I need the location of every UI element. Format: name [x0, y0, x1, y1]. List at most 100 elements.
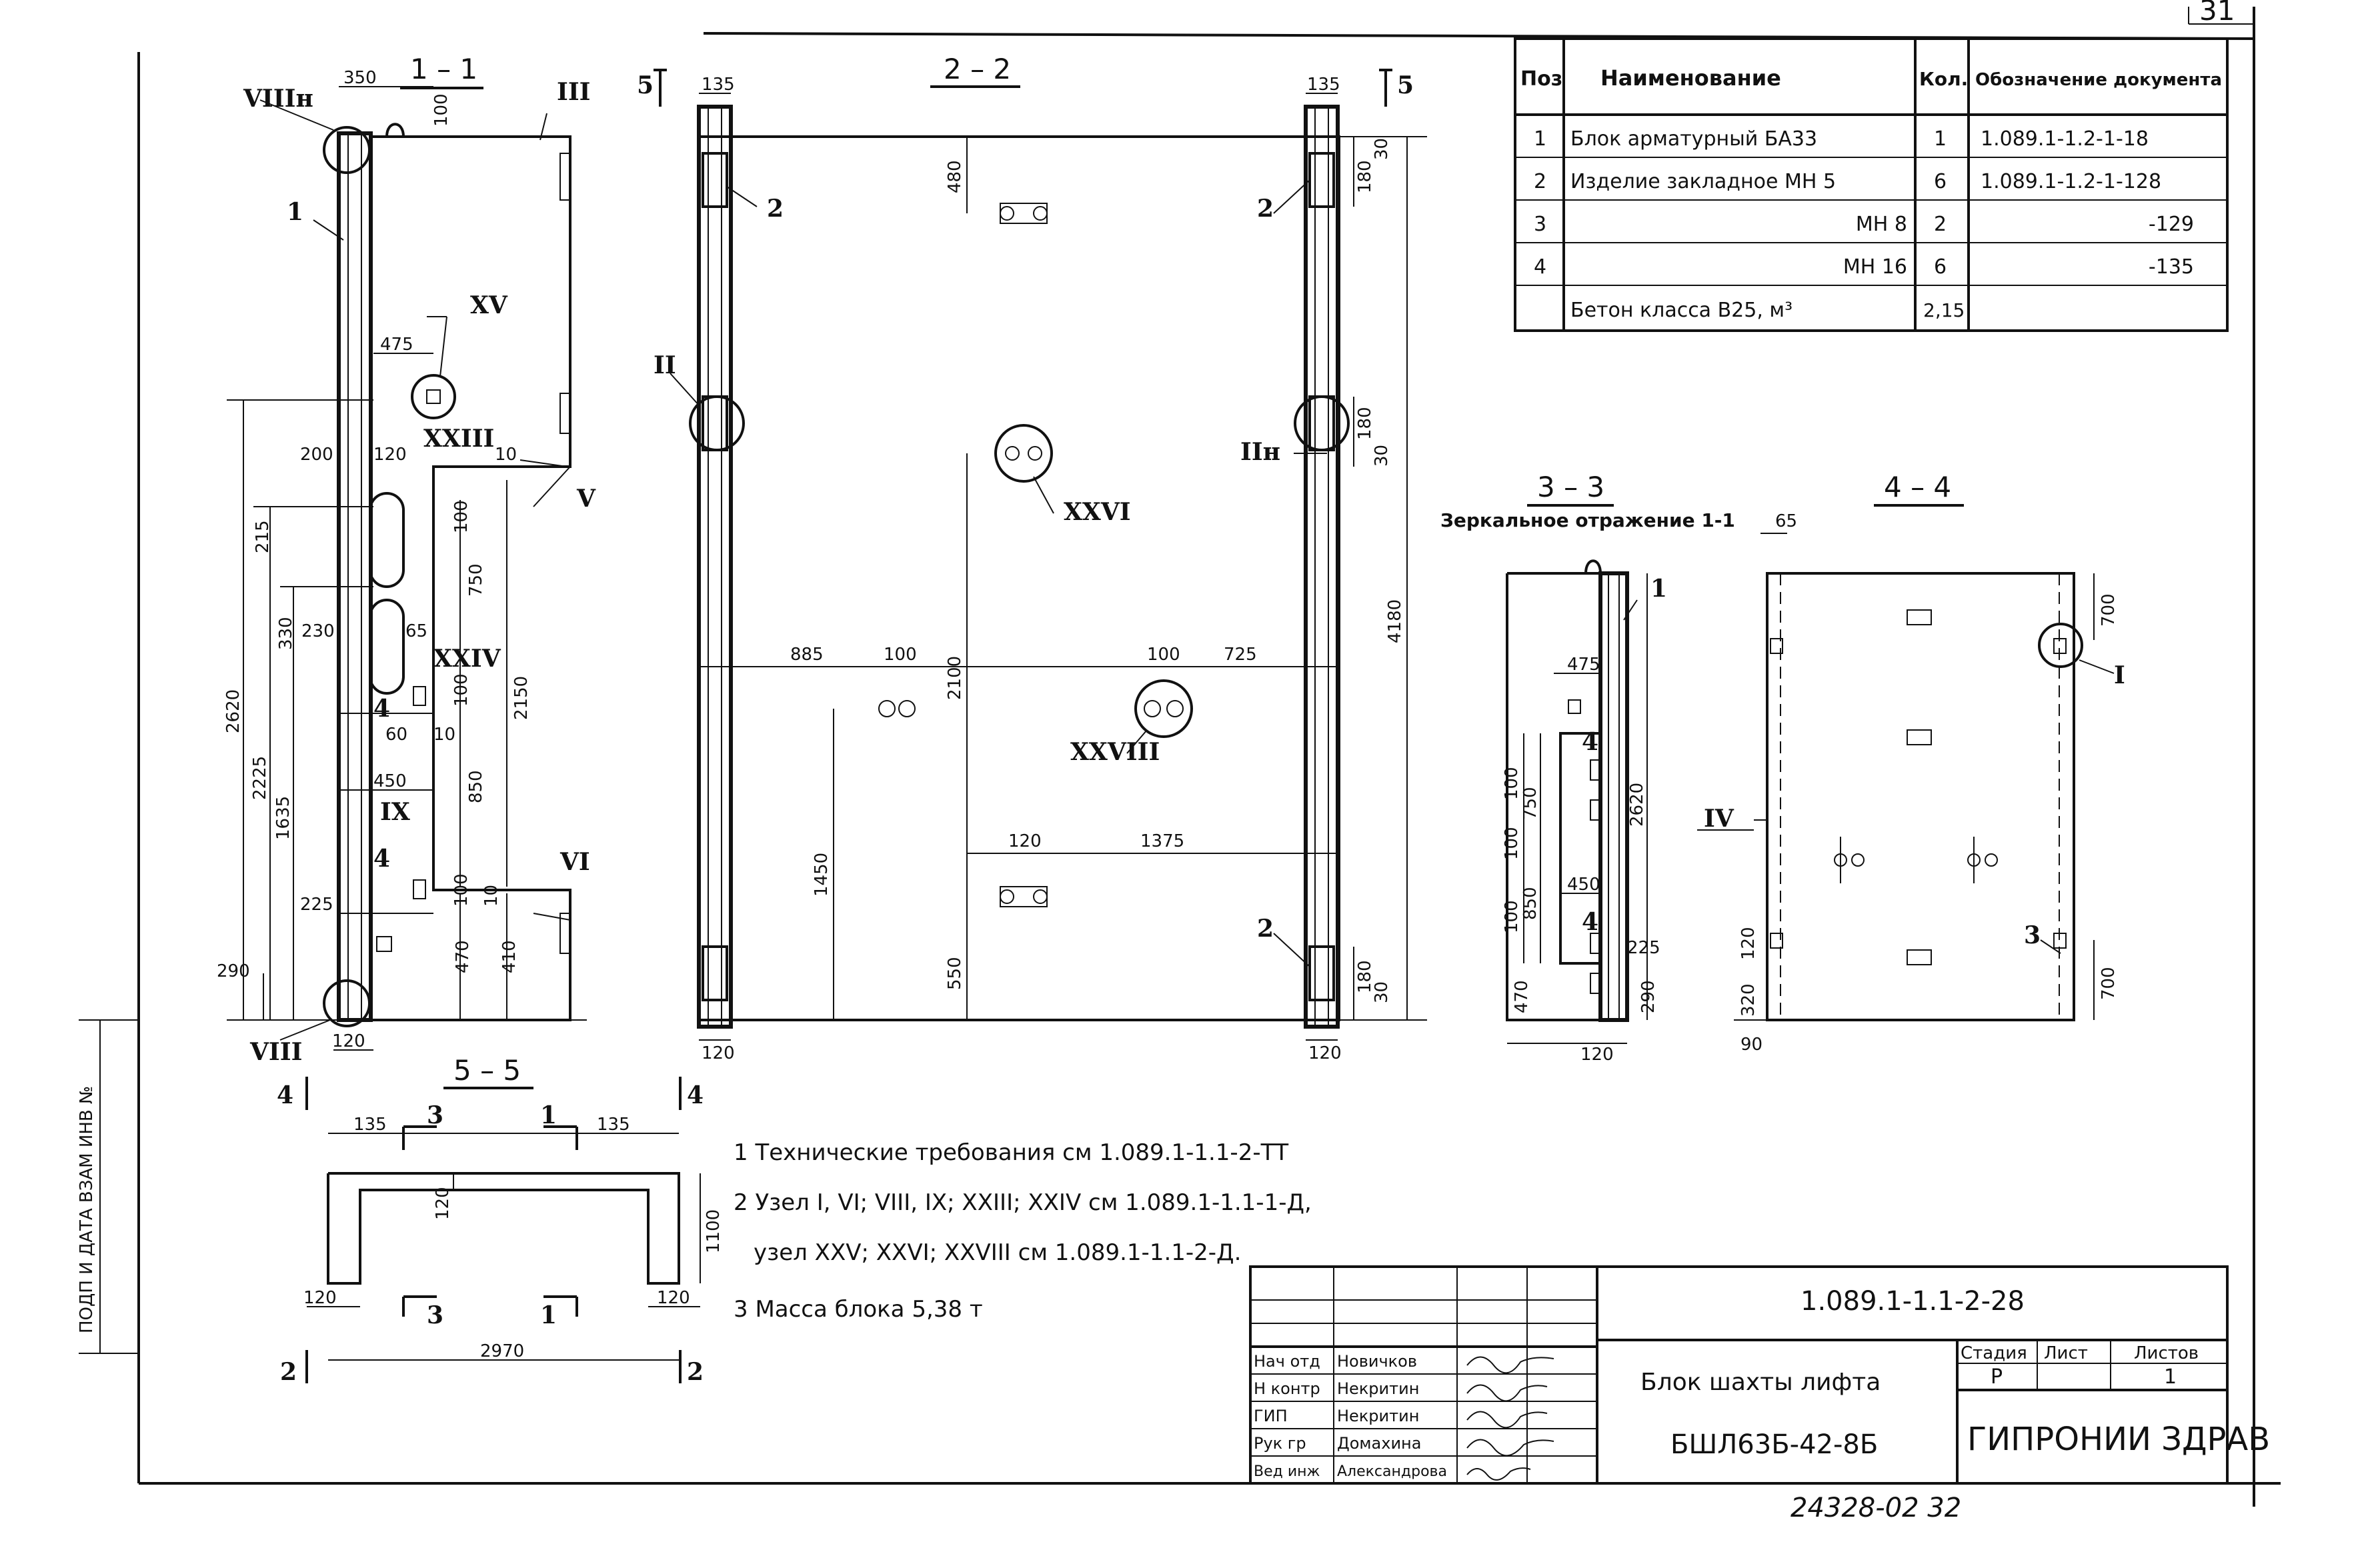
cut-marker-5-right: 5 — [1397, 71, 1414, 99]
title-block-sheets: 1 — [2164, 1365, 2177, 1389]
dim-290-s33: 290 — [1638, 980, 1658, 1013]
spec-row-3-doc: -129 — [2149, 213, 2194, 236]
dim-180-b: 180 — [1355, 407, 1375, 440]
dim-475-s33: 475 — [1567, 655, 1600, 675]
marker-pos1-s55b: 1 — [540, 1301, 557, 1329]
spec-header-doc: Обозначение документа — [1975, 70, 2222, 90]
dim-180-c: 180 — [1355, 960, 1375, 993]
signer-5-name: Александрова — [1337, 1463, 1447, 1480]
dim-320: 320 — [1738, 983, 1758, 1017]
dim-1375: 1375 — [1140, 831, 1184, 851]
dim-100-s22-b: 100 — [1147, 645, 1180, 665]
spec-row-1-pos: 1 — [1534, 127, 1546, 151]
marker-VIII: VIII — [249, 1038, 302, 1066]
marker-V: V — [576, 485, 596, 513]
title-block-stage: Р — [1991, 1365, 2003, 1389]
signer-3-name: Некритин — [1337, 1407, 1419, 1425]
dim-2225: 2225 — [250, 756, 270, 800]
spec-header-pos: Поз — [1520, 67, 1562, 91]
dim-120-s55-a: 120 — [303, 1288, 337, 1308]
dim-135-a: 135 — [702, 75, 735, 95]
dim-100-d: 100 — [451, 873, 471, 907]
spec-row-2-qty: 6 — [1934, 170, 1947, 193]
dim-4180: 4180 — [1385, 599, 1405, 643]
signer-5-role: Вед инж — [1254, 1463, 1320, 1480]
marker-I: I — [2114, 661, 2125, 689]
marker-IX: IX — [380, 798, 410, 826]
section-2-2-title: 2 – 2 — [944, 53, 1011, 85]
dim-120-s22-b2: 120 — [1308, 1043, 1342, 1063]
marker-pos2-a: 2 — [767, 195, 784, 223]
marker-pos4-s11a: 4 — [373, 695, 390, 723]
dim-120-s11-bottom: 120 — [332, 1031, 365, 1051]
section-2-2 — [654, 69, 1427, 1041]
spec-row-3-name: МН 8 — [1856, 213, 1907, 236]
marker-pos2-c: 2 — [1257, 915, 1274, 943]
dim-850-s33: 850 — [1520, 887, 1540, 920]
spec-row-2-name: Изделие закладное МН 5 — [1570, 170, 1836, 193]
marker-IV: IV — [1704, 805, 1734, 833]
dim-550: 550 — [945, 957, 965, 990]
dim-450-s33: 450 — [1567, 875, 1600, 895]
cut-marker-4-right: 4 — [687, 1081, 704, 1109]
dim-475: 475 — [380, 335, 413, 355]
spec-table — [1514, 37, 2229, 332]
section-4-4 — [1734, 533, 2115, 1021]
dim-2620-s33: 2620 — [1627, 783, 1647, 827]
dim-225-s33: 225 — [1627, 938, 1660, 958]
dim-1635: 1635 — [273, 796, 293, 840]
marker-IIn: IIн — [1240, 438, 1280, 466]
dim-2970: 2970 — [480, 1341, 524, 1361]
dim-1100: 1100 — [704, 1209, 724, 1253]
marker-pos4-s33b: 4 — [1582, 908, 1598, 936]
section-4-4-title: 4 – 4 — [1884, 471, 1951, 503]
signer-1-name: Новичков — [1337, 1352, 1417, 1371]
section-3-3-note: Зеркальное отражение 1-1 — [1440, 509, 1735, 531]
dim-120-s44: 120 — [1738, 927, 1758, 960]
dim-700-a: 700 — [2099, 593, 2119, 627]
dim-90: 90 — [1740, 1035, 1762, 1055]
spec-header-name: Наименование — [1600, 65, 1781, 91]
dim-1450: 1450 — [812, 853, 832, 897]
dim-180-a: 180 — [1355, 160, 1375, 193]
marker-pos1-s33: 1 — [1650, 575, 1667, 603]
dim-200: 200 — [300, 445, 333, 465]
section-3-3 — [1506, 559, 1648, 1044]
note-1: 1 Технические требования см 1.089.1-1.1-… — [734, 1139, 1288, 1166]
signer-4-role: Рук гр — [1254, 1434, 1306, 1453]
dim-10-b: 10 — [433, 725, 455, 745]
marker-pos1-s55a: 1 — [540, 1101, 557, 1129]
dim-700-b: 700 — [2099, 967, 2119, 1000]
sheet-footer: 24328-02 32 — [1791, 1493, 1961, 1523]
dim-100-s33-c: 100 — [1502, 900, 1522, 933]
dim-350: 350 — [343, 68, 377, 88]
dim-30-c: 30 — [1372, 981, 1392, 1003]
title-block-sheets-header: Листов — [2134, 1343, 2199, 1363]
dim-30-b: 30 — [1372, 445, 1392, 467]
dim-100-b: 100 — [451, 500, 471, 533]
marker-pos3: 3 — [2024, 921, 2041, 949]
section-5-5-title: 5 – 5 — [453, 1054, 521, 1087]
dim-135-b: 135 — [1307, 75, 1340, 95]
dim-2620-s11: 2620 — [223, 689, 243, 733]
dim-290-s11: 290 — [217, 961, 250, 981]
section-3-3-title: 3 – 3 — [1537, 471, 1604, 503]
dim-135-s55-a: 135 — [353, 1115, 387, 1135]
dim-100-c: 100 — [451, 673, 471, 707]
spec-row-5-name: Бетон класса В25, м³ — [1570, 299, 1793, 322]
marker-XXVIII: XXVIII — [1070, 738, 1160, 766]
section-1-1-title: 1 – 1 — [410, 53, 477, 85]
section-5-5 — [305, 1077, 701, 1383]
title-block-name: Блок шахты лифта — [1640, 1369, 1881, 1396]
cut-marker-2-right: 2 — [687, 1358, 704, 1386]
spec-row-1-name: Блок арматурный БА33 — [1570, 127, 1817, 151]
dim-230: 230 — [301, 621, 335, 641]
dim-135-s55-b: 135 — [597, 1115, 630, 1135]
note-3: 3 Масса блока 5,38 т — [734, 1296, 983, 1323]
dim-410: 410 — [499, 940, 519, 973]
dim-30-a: 30 — [1372, 138, 1392, 160]
spec-row-4-doc: -135 — [2149, 255, 2194, 279]
signer-3-role: ГИП — [1254, 1407, 1288, 1425]
dim-120-s55-web: 120 — [433, 1187, 453, 1220]
